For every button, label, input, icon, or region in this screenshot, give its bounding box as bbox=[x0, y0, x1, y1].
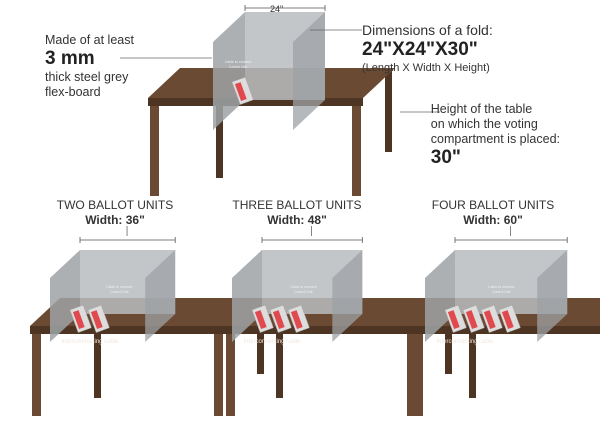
ballot-unit bbox=[498, 304, 521, 333]
table-edge bbox=[405, 326, 600, 334]
height-line2: on which the voting bbox=[430, 117, 538, 131]
ballot-unit bbox=[231, 76, 254, 105]
height-annotation: Height of the table on which the voting … bbox=[431, 102, 560, 169]
ballot-unit-red-panel bbox=[72, 310, 85, 330]
booth-right-panel bbox=[293, 12, 325, 130]
cable-label: Cable to connect bbox=[106, 285, 132, 289]
table-leg bbox=[150, 106, 159, 196]
unit-width-label: Width: 60" bbox=[463, 213, 523, 227]
table-edge bbox=[148, 98, 363, 106]
dimensions-title: Dimensions of a fold: bbox=[362, 22, 493, 38]
table-leg bbox=[226, 334, 235, 416]
ballot-unit bbox=[287, 304, 310, 333]
table-leg bbox=[352, 106, 361, 196]
booth-left-panel bbox=[425, 250, 455, 342]
unit-width-label: Width: 36" bbox=[85, 213, 145, 227]
table-leg bbox=[94, 326, 101, 398]
thickness-value: 3 mm bbox=[45, 48, 95, 69]
height-value: 30" bbox=[430, 147, 461, 168]
table-leg bbox=[414, 334, 423, 416]
ballot-unit bbox=[480, 304, 503, 333]
cable-label: Cable to connect bbox=[290, 285, 316, 289]
thickness-line3: flex-board bbox=[45, 85, 101, 99]
height-line3: compartment is placed: bbox=[430, 132, 560, 146]
ballot-unit-red-panel bbox=[234, 82, 247, 102]
ballot-unit bbox=[269, 304, 292, 333]
ballot-unit bbox=[87, 304, 110, 333]
unit-title-text: TWO BALLOT UNITS bbox=[56, 198, 174, 212]
interconnecting-cable-label: Interconnecting cable bbox=[61, 339, 119, 345]
ballot-unit-red-panel bbox=[254, 310, 267, 330]
table-edge bbox=[30, 326, 237, 334]
ballot-unit-red-panel bbox=[290, 310, 303, 330]
table-edge bbox=[212, 326, 425, 334]
height-line1: Height of the table bbox=[430, 102, 533, 116]
unit-title-two: TWO BALLOT UNITS Width: 36" bbox=[30, 198, 200, 228]
cable-label: Cable to connect bbox=[488, 285, 514, 289]
booth-left-panel bbox=[50, 250, 80, 342]
table-leg bbox=[407, 334, 416, 416]
unit-title-text: THREE BALLOT UNITS bbox=[232, 198, 362, 212]
cable-label: Control Unit bbox=[110, 290, 129, 294]
booth-right-panel bbox=[332, 250, 363, 342]
table-leg bbox=[32, 334, 41, 416]
cable-label: Control Unit bbox=[294, 290, 313, 294]
booth-left-panel bbox=[213, 12, 245, 130]
booth-left-panel bbox=[232, 250, 262, 342]
ballot-unit-red-panel bbox=[272, 310, 285, 330]
ballot-unit-red-panel bbox=[90, 310, 103, 330]
interconnecting-cable-label: Interconnecting cable bbox=[436, 339, 494, 345]
cable-label: Control Unit bbox=[492, 290, 511, 294]
cable-label: Cable to connect bbox=[225, 60, 251, 64]
table-leg bbox=[469, 326, 476, 398]
cable-label: Control Unit bbox=[229, 65, 248, 69]
table-leg bbox=[385, 68, 392, 152]
unit-width-label: Width: 48" bbox=[267, 213, 327, 227]
ballot-unit-red-panel bbox=[501, 310, 514, 330]
thickness-annotation: Made of at least 3 mm thick steel grey f… bbox=[45, 33, 134, 100]
ballot-unit bbox=[251, 304, 274, 333]
ballot-unit bbox=[69, 304, 92, 333]
dimensions-annotation: Dimensions of a fold: 24"X24"X30" (Lengt… bbox=[362, 22, 493, 76]
interconnecting-cable-label: Interconnecting cable bbox=[243, 339, 301, 345]
booth-right-panel bbox=[145, 250, 176, 342]
table-leg bbox=[216, 98, 223, 178]
ballot-unit bbox=[462, 304, 485, 333]
unit-title-text: FOUR BALLOT UNITS bbox=[431, 198, 555, 212]
table-leg bbox=[214, 334, 223, 416]
unit-title-three: THREE BALLOT UNITS Width: 48" bbox=[212, 198, 382, 228]
dimensions-note: (Length X Width X Height) bbox=[362, 62, 490, 74]
thickness-line2: thick steel grey bbox=[45, 70, 129, 84]
ballot-unit-red-panel bbox=[465, 310, 478, 330]
unit-title-four: FOUR BALLOT UNITS Width: 60" bbox=[408, 198, 578, 228]
dimensions-value: 24"X24"X30" bbox=[362, 39, 478, 60]
table-leg bbox=[276, 326, 283, 398]
table-leg bbox=[445, 298, 452, 374]
ballot-unit bbox=[444, 304, 467, 333]
booth-right-panel bbox=[537, 250, 568, 342]
fold-width-label: 24" bbox=[270, 4, 284, 14]
thickness-line1: Made of at least bbox=[45, 33, 134, 47]
ballot-unit-red-panel bbox=[483, 310, 496, 330]
table-leg bbox=[257, 298, 264, 374]
ballot-unit-red-panel bbox=[447, 310, 460, 330]
